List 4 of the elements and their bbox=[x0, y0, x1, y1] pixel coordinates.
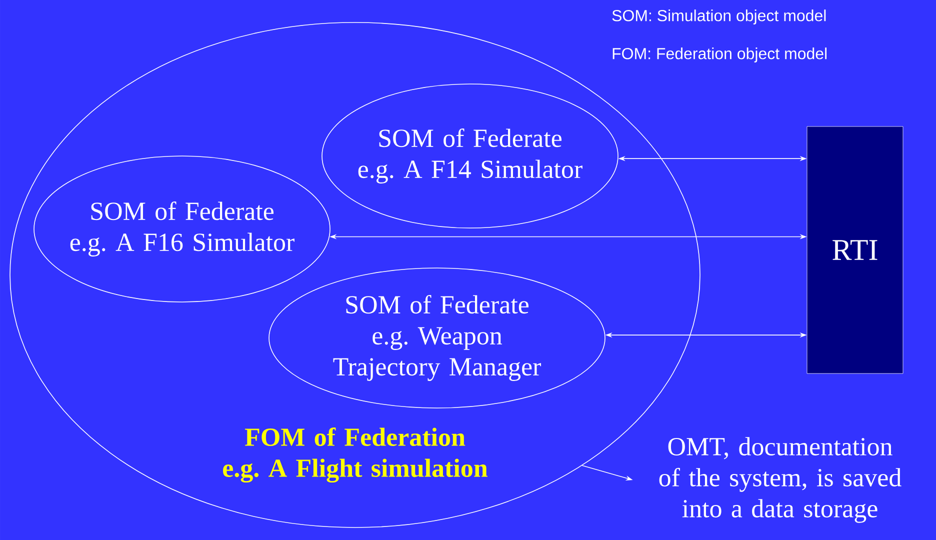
note-text: OMT, documentation of the system, is saved into a data storage bbox=[659, 437, 902, 523]
legend-note: SOM: Simulation object model bbox=[612, 10, 826, 24]
rti-box: RTI bbox=[806, 126, 904, 374]
legend-note: FOM: Federation object model bbox=[612, 48, 827, 62]
